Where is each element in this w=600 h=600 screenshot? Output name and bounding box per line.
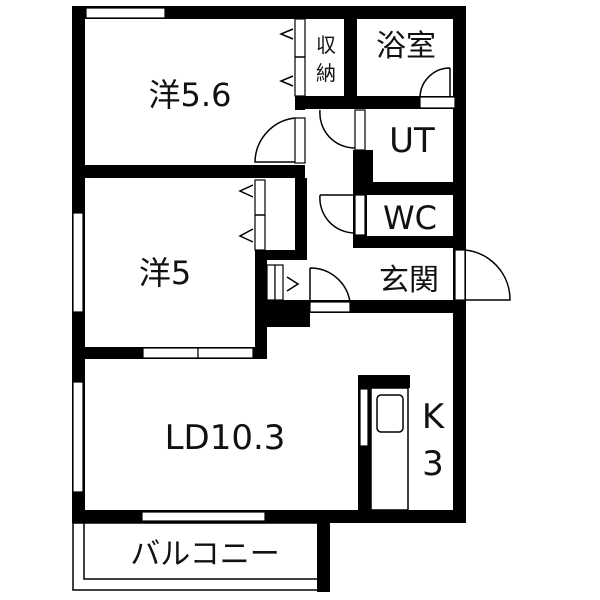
closet-arrow: [279, 75, 294, 87]
wall-room1-bottom: [72, 165, 305, 178]
room-label-balcony: バルコニー: [130, 537, 279, 572]
door-bath[interactable]: [419, 67, 451, 98]
wall-ut-bottom: [353, 182, 466, 195]
door-wc[interactable]: [319, 194, 356, 234]
room-label-toilet: WC: [383, 199, 437, 237]
wall-bottom: [72, 510, 466, 523]
window-room2-bottom-2: [197, 347, 254, 359]
kitchen-counter: [370, 387, 409, 511]
door-ut[interactable]: [319, 109, 356, 149]
window-top: [85, 7, 166, 19]
wall-wc-bottom: [353, 236, 466, 248]
window-left-upper: [72, 212, 84, 313]
wall-hall-block: [265, 300, 310, 327]
sink-icon: [376, 394, 404, 433]
room-label-storage-bottom: 納: [316, 61, 336, 85]
wall-room2-right-upper: [295, 178, 307, 253]
closet-hall: [266, 264, 276, 301]
wall-storage-right: [344, 19, 357, 109]
window-room2-bottom: [142, 347, 199, 359]
door-entrance[interactable]: [464, 249, 511, 301]
room-label-western2: 洋5: [139, 254, 191, 292]
window-balcony: [141, 511, 266, 522]
wall-room1-right-lower: [295, 96, 305, 110]
wall-room2-joint: [255, 250, 307, 260]
room-label-utility: UT: [389, 121, 435, 161]
room-label-entrance: 玄関: [379, 263, 439, 298]
window-left-lower: [72, 381, 84, 493]
room-label-kitchen-size: 3: [422, 444, 444, 484]
door-room1[interactable]: [254, 117, 296, 163]
room-label-bath: 浴室: [376, 29, 436, 64]
door-hall[interactable]: [309, 267, 351, 303]
wall-room2-right: [255, 250, 267, 359]
room-label-western1: 洋5.6: [149, 76, 232, 114]
room-label-living-dining: LD10.3: [165, 418, 286, 458]
wall-top: [72, 6, 466, 19]
room-label-storage-top: 収: [316, 33, 336, 57]
room-label-kitchen: K: [422, 397, 446, 437]
wall-ut-left-jog: [353, 150, 373, 182]
closet-arrow: [279, 28, 294, 40]
